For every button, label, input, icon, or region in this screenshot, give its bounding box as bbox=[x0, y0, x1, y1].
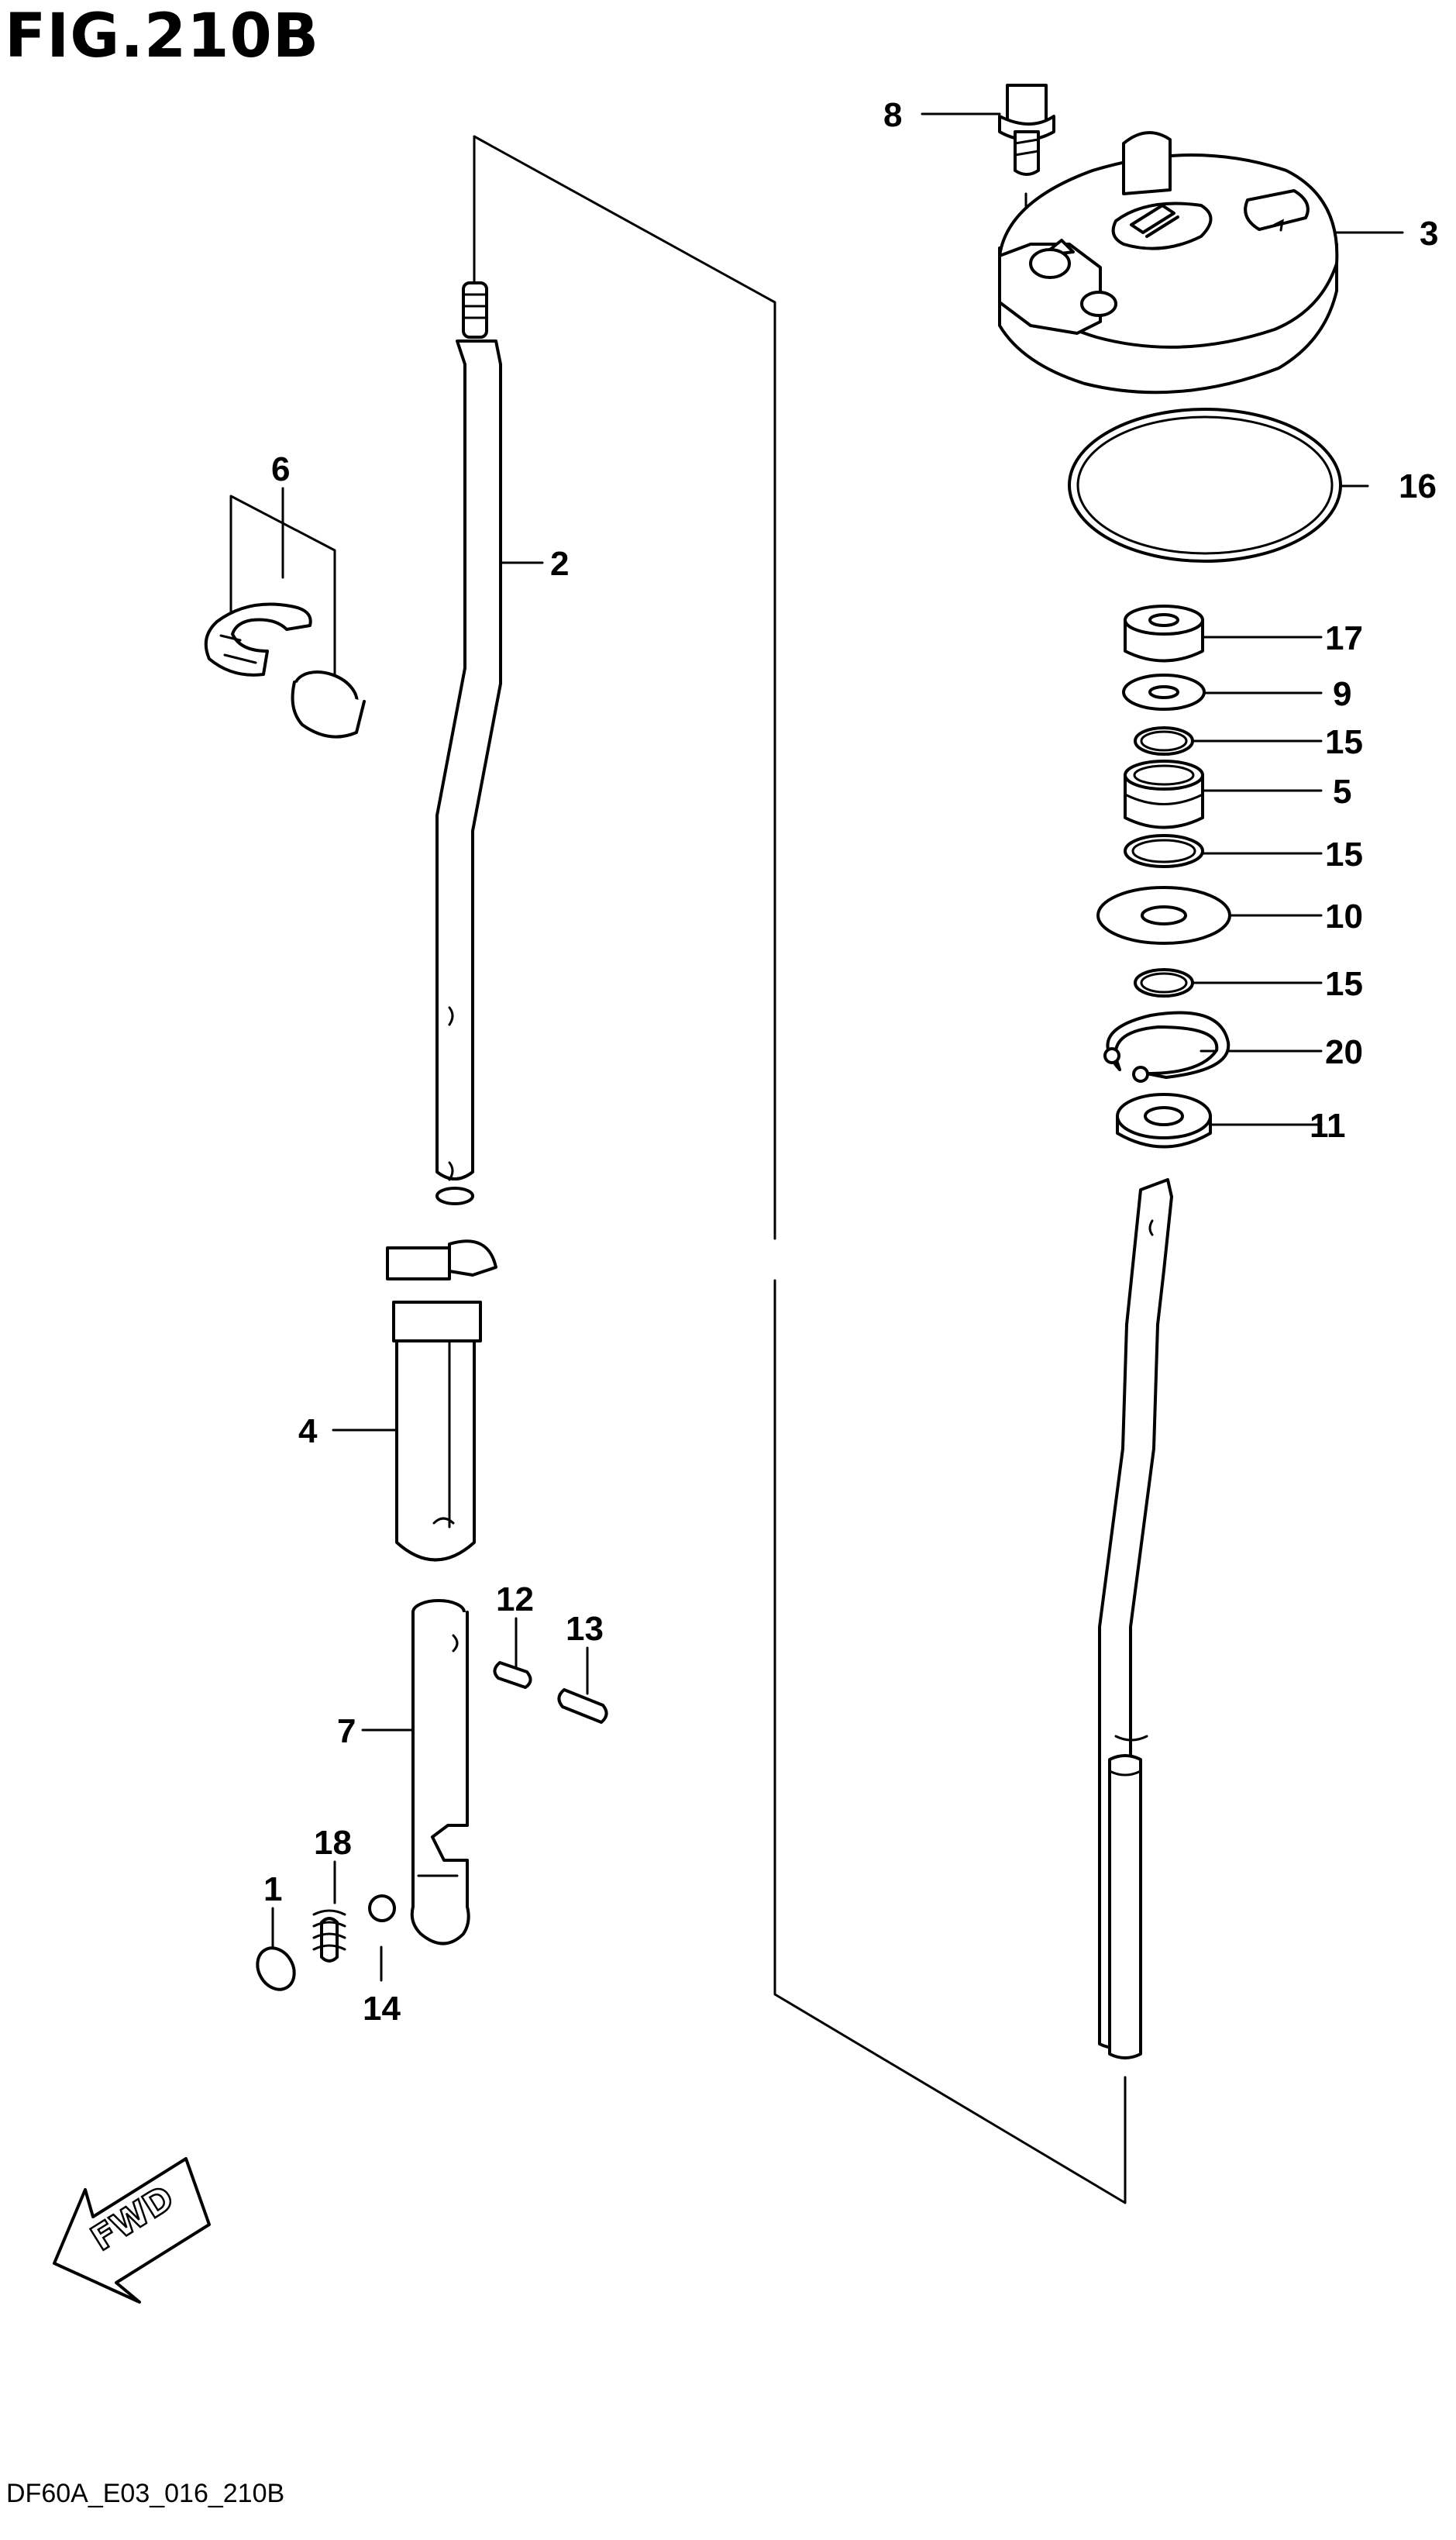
part-7-shift-shaft bbox=[410, 1599, 470, 1945]
part-17-o-ring bbox=[1068, 408, 1342, 563]
part-14-ball bbox=[368, 1894, 396, 1922]
callout-19: 18 bbox=[314, 1824, 352, 1862]
callout-12: 12 bbox=[496, 1580, 534, 1618]
lower-shift-rod bbox=[1098, 1178, 1173, 2059]
callout-6: 6 bbox=[271, 450, 290, 488]
callout-15-upper: 15 bbox=[1325, 723, 1363, 761]
part-10-washer bbox=[1096, 886, 1231, 945]
part-3-housing bbox=[998, 131, 1339, 395]
part-18-bushing bbox=[1124, 605, 1204, 663]
callout-15-lower: 15 bbox=[1325, 965, 1363, 1003]
part-11-washer bbox=[1116, 1093, 1212, 1149]
callout-5: 5 bbox=[1333, 773, 1351, 811]
callout-7: 7 bbox=[337, 1712, 356, 1750]
callout-4: 4 bbox=[298, 1412, 318, 1450]
callout-14: 14 bbox=[363, 1990, 401, 2028]
callout-2: 2 bbox=[550, 545, 569, 583]
callout-11: 11 bbox=[1310, 1107, 1346, 1145]
callout-3: 3 bbox=[1420, 215, 1438, 253]
part-5-seal bbox=[1124, 760, 1204, 829]
part-16-o-ring bbox=[1124, 834, 1204, 868]
callout-1: 1 bbox=[263, 1870, 282, 1908]
part-15-o-ring-upper bbox=[1134, 726, 1194, 756]
part-6-clip-bushing bbox=[204, 495, 366, 739]
fwd-arrow-icon: FWD bbox=[53, 2157, 211, 2304]
callout-18: 17 bbox=[1325, 619, 1363, 657]
part-12-pin bbox=[493, 1661, 532, 1689]
callout-16: 15 bbox=[1325, 836, 1363, 874]
part-2-shift-rod bbox=[435, 281, 502, 1205]
callout-8: 8 bbox=[883, 96, 902, 134]
callout-20: 20 bbox=[1325, 1033, 1363, 1071]
assembly-outline bbox=[473, 135, 1127, 2204]
callout-9: 9 bbox=[1333, 675, 1351, 713]
part-15-o-ring-lower bbox=[1134, 968, 1194, 998]
diagram-code: DF60A_E03_016_210B bbox=[6, 2479, 285, 2508]
part-13-pin bbox=[557, 1688, 608, 1724]
part-1-plug bbox=[256, 1946, 296, 1991]
callout-17: 16 bbox=[1399, 467, 1437, 505]
part-20-circlip bbox=[1103, 1011, 1231, 1083]
part-8-bolt bbox=[998, 84, 1055, 234]
callout-13: 13 bbox=[566, 1610, 604, 1648]
part-9-washer bbox=[1122, 674, 1206, 711]
part-19-spring bbox=[312, 1909, 346, 1963]
figure-title: FIG.210B bbox=[5, 2, 320, 71]
callout-labels: 8 3 16 17 9 15 5 15 10 15 20 11 2 6 4 7 … bbox=[263, 96, 1438, 2028]
part-4-cam-holder bbox=[386, 1239, 497, 1562]
callout-10: 10 bbox=[1325, 898, 1363, 936]
